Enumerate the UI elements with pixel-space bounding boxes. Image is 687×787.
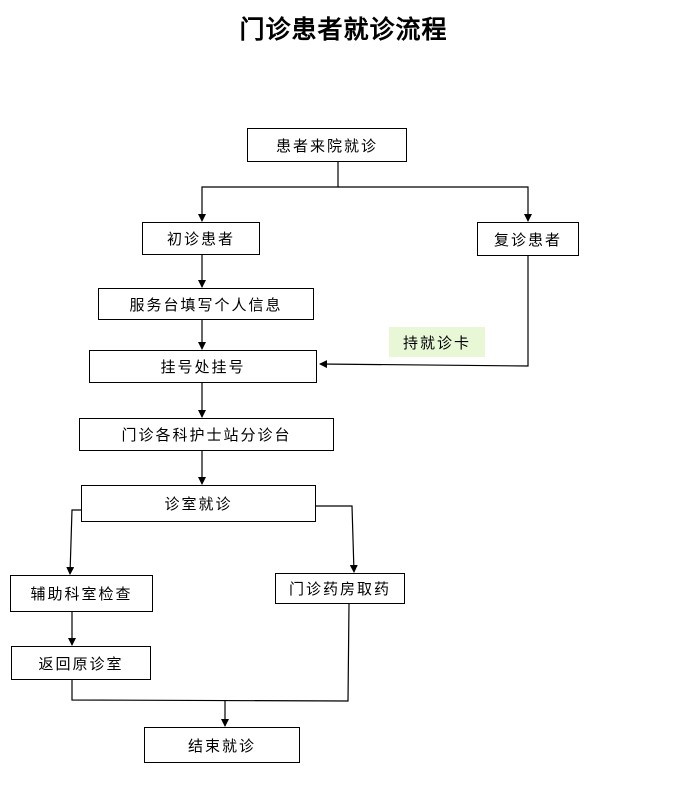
note-card: 持就诊卡 [389, 327, 485, 357]
node-new-patient: 初诊患者 [142, 222, 260, 255]
node-service-desk: 服务台填写个人信息 [98, 288, 314, 320]
connector-room-to-pharmacy [316, 505, 358, 573]
node-return-room: 返回原诊室 [11, 646, 151, 680]
node-registration: 挂号处挂号 [89, 350, 317, 383]
node-start: 患者来院就诊 [247, 128, 407, 162]
node-nurse-station: 门诊各科护士站分诊台 [79, 418, 334, 451]
node-auxiliary-exam: 辅助科室检查 [10, 575, 153, 612]
connector-start-to-return [338, 186, 532, 222]
connector-start-split [198, 162, 339, 222]
node-consulting-room: 诊室就诊 [81, 485, 316, 522]
node-end: 结束就诊 [144, 727, 300, 763]
node-return-patient: 复诊患者 [477, 222, 579, 256]
connector-return-merge [71, 603, 350, 702]
connector-return-to-registration [319, 256, 529, 369]
node-pharmacy: 门诊药房取药 [275, 573, 405, 604]
page-title: 门诊患者就诊流程 [239, 15, 448, 44]
